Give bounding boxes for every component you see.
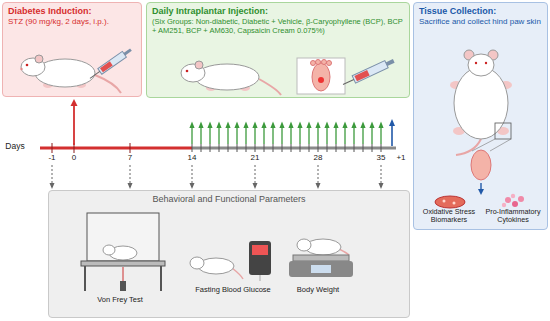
- timeline-label: Days: [0, 142, 30, 152]
- day-ticks: [52, 143, 130, 153]
- timeline-label: 35: [371, 153, 391, 162]
- measurement-arrows: [50, 165, 384, 189]
- timeline-label: 7: [120, 153, 140, 162]
- timeline-label: 14: [182, 153, 202, 162]
- panel-text: Sacrifice and collect hind paw skin: [419, 17, 542, 27]
- figure-caption: Pro-Inflammatory Cytokines: [481, 208, 545, 225]
- panel-text: Behavioral and Functional Parameters: [54, 194, 404, 205]
- figure-caption: Oxidative Stress Biomarkers: [417, 208, 481, 225]
- stage-panel: Diabetes Induction:STZ (90 mg/kg, 2 days…: [2, 2, 142, 97]
- collection-arrow: [389, 119, 395, 146]
- figure-caption: Von Frey Test: [78, 296, 162, 305]
- panel-text: STZ (90 mg/kg, 2 days, i.p.).: [8, 17, 136, 27]
- timeline-label: 28: [308, 153, 328, 162]
- figure-caption: Body Weight: [283, 286, 353, 295]
- figure-caption: Fasting Blood Glucose: [188, 286, 278, 295]
- induction-arrow: [71, 99, 78, 145]
- stage-panel: Daily Intraplantar Injection:(Six Groups…: [146, 2, 410, 98]
- stage-panel: Tissue Collection:Sacrifice and collect …: [413, 2, 548, 230]
- day-ticks: [192, 144, 381, 152]
- treatment-bar: [192, 147, 396, 150]
- panel-text: (Six Groups: Non-diabetic, Diabetic + Ve…: [152, 17, 404, 35]
- tissue-collection-illustration: [414, 3, 549, 231]
- timeline-label: -1: [42, 153, 62, 162]
- panel-heading: Tissue Collection:: [419, 6, 542, 17]
- induction-bar: [40, 147, 192, 150]
- timeline-label: +1: [391, 153, 411, 162]
- timeline-label: 21: [245, 153, 265, 162]
- injection-arrows: [189, 122, 383, 145]
- panel-heading: Daily Intraplantar Injection:: [152, 6, 404, 17]
- timeline-label: 0: [64, 153, 84, 162]
- panel-heading: Diabetes Induction:: [8, 6, 136, 17]
